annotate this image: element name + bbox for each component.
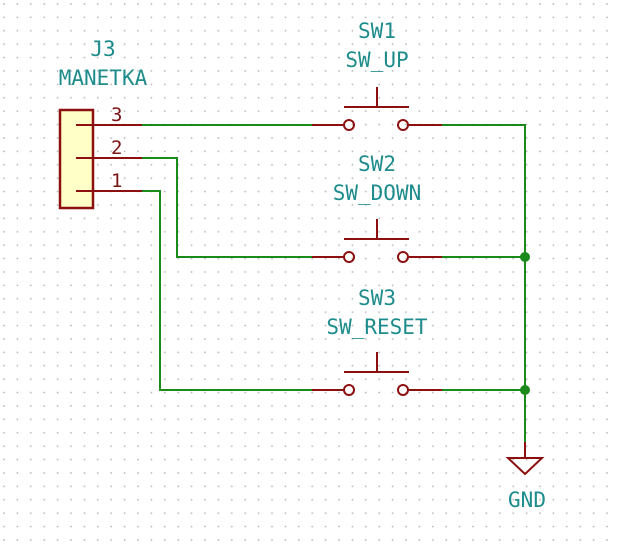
- switch-contact: [343, 251, 355, 263]
- connector-value: MANETKA: [59, 66, 148, 90]
- switch-value: SW_DOWN: [333, 181, 422, 205]
- gnd-symbol[interactable]: [505, 442, 545, 476]
- switch-value: SW_UP: [345, 48, 408, 72]
- pin-number-3: 3: [111, 104, 122, 126]
- switch-sw2[interactable]: [312, 219, 442, 263]
- switch-ref: SW2: [358, 152, 396, 176]
- junction-dot: [520, 385, 530, 395]
- wire-pin2-sw2: [142, 157, 312, 258]
- switch-value: SW_RESET: [326, 315, 428, 339]
- switch-sw1[interactable]: [312, 87, 442, 131]
- connector-ref: J3: [90, 37, 115, 61]
- gnd-label: GND: [508, 488, 546, 512]
- switch-ref: SW1: [358, 19, 396, 43]
- junction-dot: [520, 252, 530, 262]
- pin-number-2: 2: [111, 137, 122, 159]
- switch-contact: [343, 384, 355, 396]
- switch-sw3[interactable]: [312, 352, 442, 396]
- connector-j3[interactable]: 3 2 1: [58, 104, 142, 210]
- wire-gnd-bus: [442, 124, 526, 442]
- switch-contact: [343, 119, 355, 131]
- pin-number-1: 1: [111, 170, 122, 192]
- switch-ref: SW3: [358, 286, 396, 310]
- wires: [142, 124, 530, 442]
- wire-pin1-sw3: [142, 190, 312, 391]
